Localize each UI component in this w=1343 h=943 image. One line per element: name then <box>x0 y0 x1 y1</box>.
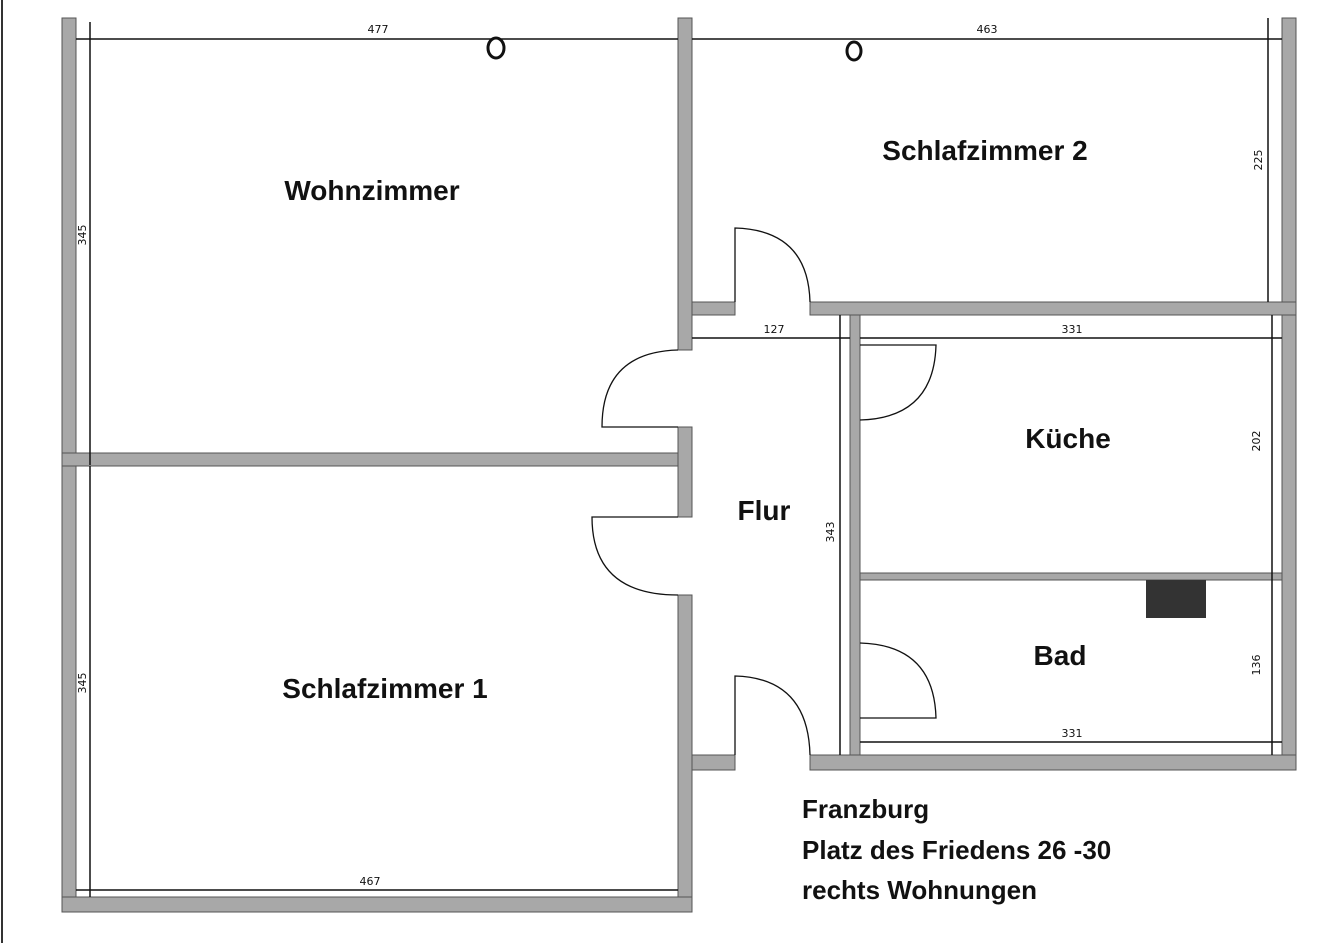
address-note: rechts Wohnungen <box>802 875 1037 905</box>
wall-middle-mid <box>677 426 693 518</box>
dim-schlafzimmer1-height: 345 <box>76 673 89 694</box>
dim-bad-height: 136 <box>1250 655 1263 676</box>
dim-bad-width: 331 <box>1062 727 1083 740</box>
dim-kueche-width: 331 <box>1062 323 1083 336</box>
bad-shaft <box>1146 580 1206 618</box>
door-wohnzimmer-icon <box>601 349 679 428</box>
dim-kueche-height: 202 <box>1250 431 1263 452</box>
wall-schlaf2-bottom-b <box>809 301 1297 316</box>
door-bad-icon <box>859 642 937 719</box>
room-label-bad: Bad <box>1034 640 1087 671</box>
door-schlafzimmer2-icon <box>734 227 811 303</box>
dim-schlafzimmer2-height: 225 <box>1252 150 1265 171</box>
room-label-schlafzimmer2: Schlafzimmer 2 <box>882 135 1087 166</box>
dimension-lines <box>76 18 1282 897</box>
wall-bottom-left <box>61 896 693 913</box>
dim-wohnzimmer-width: 477 <box>368 23 389 36</box>
wall-right <box>1281 17 1297 771</box>
dim-wohnzimmer-height: 345 <box>76 225 89 246</box>
door-flur-entrance-icon <box>734 675 811 756</box>
wall-bottom-right-a <box>691 754 736 771</box>
room-label-kueche: Küche <box>1025 423 1111 454</box>
dim-schlafzimmer1-width: 467 <box>360 875 381 888</box>
walls <box>61 17 1297 913</box>
dim-flur-height: 343 <box>824 522 837 543</box>
room-label-schlafzimmer1: Schlafzimmer 1 <box>282 673 487 704</box>
wall-schlaf2-bottom-a <box>691 301 736 316</box>
wall-bottom-right-b <box>809 754 1297 771</box>
room-label-flur: Flur <box>738 495 791 526</box>
wall-kueche-bad <box>859 572 1283 581</box>
dim-schlafzimmer2-width: 463 <box>977 23 998 36</box>
dim-flur-width: 127 <box>764 323 785 336</box>
door-schlafzimmer1-icon <box>591 516 679 596</box>
wall-wohn-schlaf1 <box>61 452 679 467</box>
ceiling-lamp-icon <box>845 40 863 62</box>
door-kueche-icon <box>859 344 937 421</box>
room-label-wohnzimmer: Wohnzimmer <box>284 175 459 206</box>
ceiling-lamp-icon <box>486 36 506 60</box>
address-street: Platz des Friedens 26 -30 <box>802 835 1111 865</box>
wall-flur-right <box>849 314 861 756</box>
wall-middle-top <box>677 17 693 351</box>
address-city: Franzburg <box>802 794 929 824</box>
wall-middle-bottom <box>677 594 693 913</box>
